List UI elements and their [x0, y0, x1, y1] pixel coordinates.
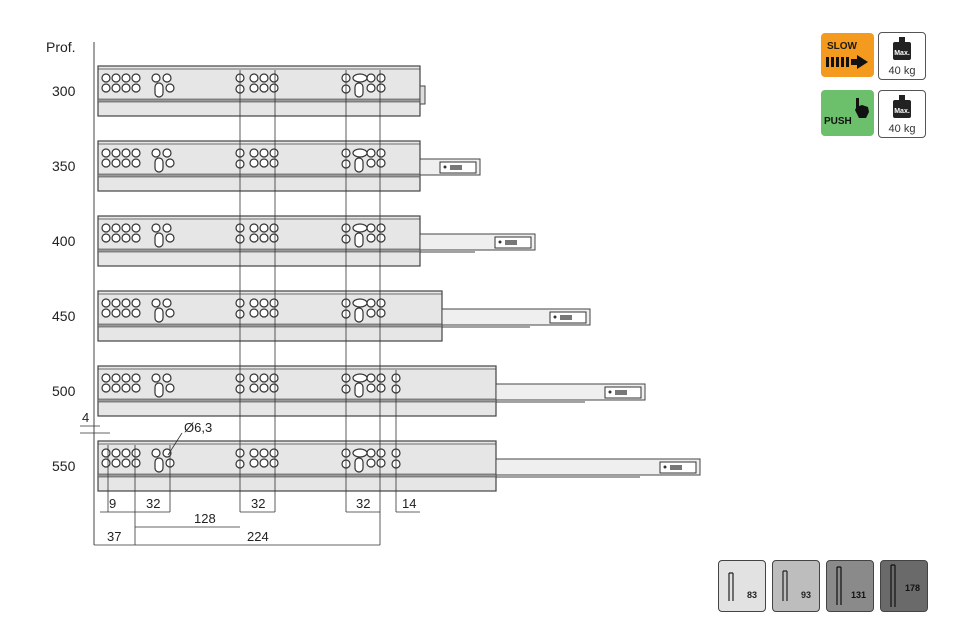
rail-1	[97, 140, 481, 192]
soft-close-badge: SLOW	[821, 33, 874, 77]
height-tile-83: 83	[718, 560, 766, 612]
slow-label: SLOW	[827, 41, 857, 52]
dim-128: 128	[194, 511, 216, 526]
push-open-badge: PUSH	[821, 90, 874, 136]
max-load-value-2: 40 kg	[888, 123, 916, 135]
rail-5	[97, 440, 701, 492]
depth-label-350: 350	[52, 158, 76, 174]
height-tile-178: 178	[880, 560, 928, 612]
depth-label-550: 550	[52, 458, 76, 474]
dim-32-a: 32	[146, 496, 160, 511]
profile-icon	[890, 564, 896, 607]
max-load-value-1: 40 kg	[888, 65, 916, 77]
arrow-icon	[826, 55, 868, 69]
dim-offset-4: 4	[80, 410, 110, 434]
max-load-box-1: Max. 40 kg	[878, 32, 926, 80]
hand-push-icon	[855, 98, 869, 118]
push-label: PUSH	[824, 116, 852, 127]
svg-text:Max.: Max.	[894, 108, 910, 115]
dim-14: 14	[402, 496, 416, 511]
dim-32-b: 32	[251, 496, 265, 511]
height-93: 93	[801, 590, 812, 600]
dim-hole-diameter: Ø6,3	[184, 420, 212, 435]
profile-icon	[728, 572, 734, 601]
rail-3	[97, 290, 591, 342]
weight-icon: Max.	[893, 95, 911, 118]
rail-2	[97, 215, 536, 267]
profile-icon	[782, 570, 788, 601]
height-83: 83	[747, 590, 758, 600]
max-load-box-2: Max. 40 kg	[878, 90, 926, 138]
rails-group	[97, 65, 701, 492]
depth-header: Prof.	[46, 39, 76, 55]
dim-4-text: 4	[82, 410, 89, 425]
height-tile-93: 93	[772, 560, 820, 612]
svg-text:Max.: Max.	[894, 50, 910, 57]
height-131: 131	[851, 590, 867, 600]
depth-label-500: 500	[52, 383, 76, 399]
dim-37: 37	[107, 529, 121, 544]
weight-icon: Max.	[893, 37, 911, 60]
rail-4	[97, 365, 646, 417]
depth-label-450: 450	[52, 308, 76, 324]
dim-9: 9	[109, 496, 116, 511]
height-178: 178	[905, 583, 921, 593]
alignment-lines	[107, 70, 397, 545]
dim-32-c: 32	[356, 496, 370, 511]
depth-label-400: 400	[52, 233, 76, 249]
profile-icon	[836, 566, 842, 605]
rail-0	[97, 65, 426, 117]
height-tile-131: 131	[826, 560, 874, 612]
depth-label-300: 300	[52, 83, 76, 99]
dim-224: 224	[247, 529, 269, 544]
